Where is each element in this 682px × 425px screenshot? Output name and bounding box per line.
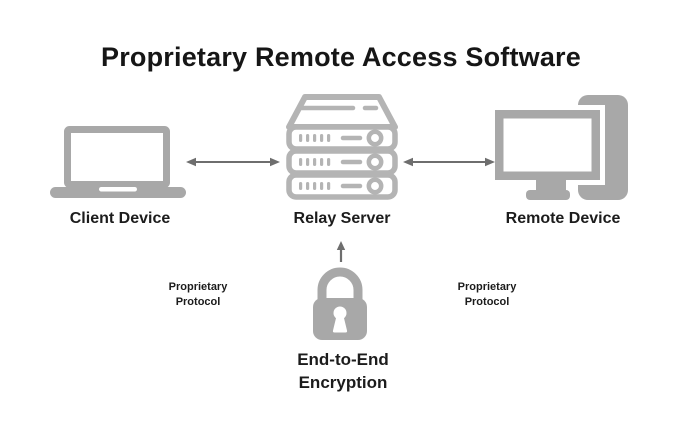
diagram-title: Proprietary Remote Access Software — [101, 42, 581, 72]
end-to-end-encryption-label: End-to-End Encryption — [297, 350, 389, 392]
desktop-computer-icon — [494, 95, 628, 200]
padlock-icon — [313, 267, 367, 340]
proprietary-protocol-label-left: Proprietary Protocol — [168, 281, 228, 308]
up-arrow-icon — [336, 241, 346, 262]
server-rack-icon — [286, 94, 398, 200]
bidirectional-arrow-icon — [186, 157, 280, 167]
remote-device-label: Remote Device — [505, 210, 621, 227]
proprietary-protocol-label-right: Proprietary Protocol — [457, 281, 517, 308]
laptop-icon — [50, 126, 186, 198]
relay-server-label: Relay Server — [293, 210, 391, 227]
client-device-label: Client Device — [69, 210, 171, 227]
bidirectional-arrow-icon — [403, 157, 495, 167]
